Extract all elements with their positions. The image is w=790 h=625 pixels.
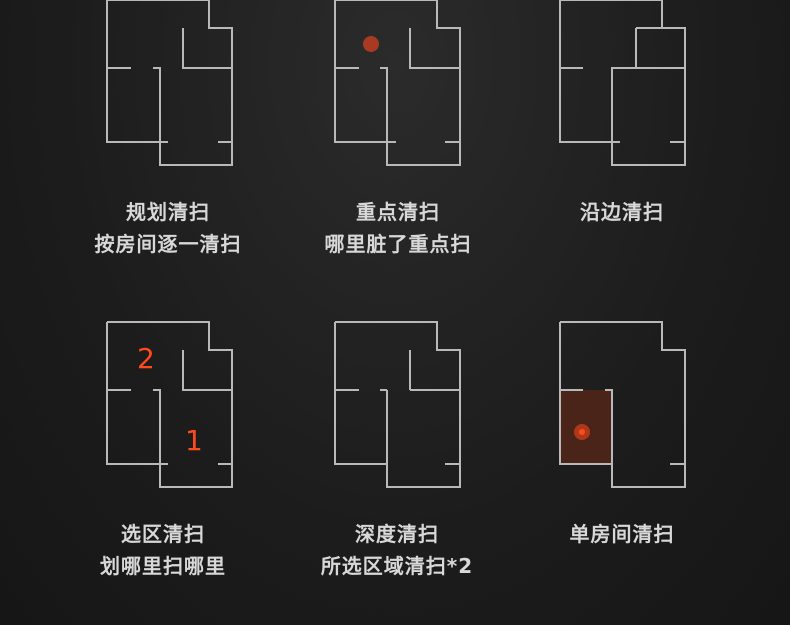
mode-subtitle: 划哪里扫哪里	[100, 554, 226, 578]
mode-title: 重点清扫	[356, 200, 440, 224]
mode-subtitle: 所选区域清扫*2	[320, 554, 474, 578]
plan-deep[interactable]	[334, 321, 461, 488]
plan-edge[interactable]	[559, 0, 686, 166]
mode-title: 沿边清扫	[580, 200, 664, 224]
caption-spot: 重点清扫 哪里脏了重点扫	[298, 196, 498, 260]
plan-planned[interactable]	[106, 0, 233, 166]
caption-single-room: 单房间清扫	[522, 518, 722, 550]
caption-zone: 选区清扫 划哪里扫哪里	[63, 518, 263, 582]
mode-title: 深度清扫	[355, 522, 439, 546]
plan-zone[interactable]: 2 1	[106, 321, 233, 488]
mode-title: 单房间清扫	[569, 522, 675, 546]
caption-planned: 规划清扫 按房间逐一清扫	[68, 196, 268, 260]
caption-edge: 沿边清扫	[522, 196, 722, 228]
caption-deep: 深度清扫 所选区域清扫*2	[297, 518, 497, 582]
mode-subtitle: 按房间逐一清扫	[94, 232, 242, 256]
mode-subtitle: 哪里脏了重点扫	[324, 232, 472, 256]
plan-single-room[interactable]	[559, 321, 686, 488]
mode-title: 选区清扫	[121, 522, 205, 546]
zone-label-1: 1	[185, 424, 203, 457]
zone-label-2: 2	[137, 342, 155, 375]
plan-spot[interactable]	[334, 0, 461, 166]
mode-title: 规划清扫	[126, 200, 210, 224]
spot-dot-icon	[363, 36, 379, 52]
floorplans: 2 1	[106, 0, 686, 488]
